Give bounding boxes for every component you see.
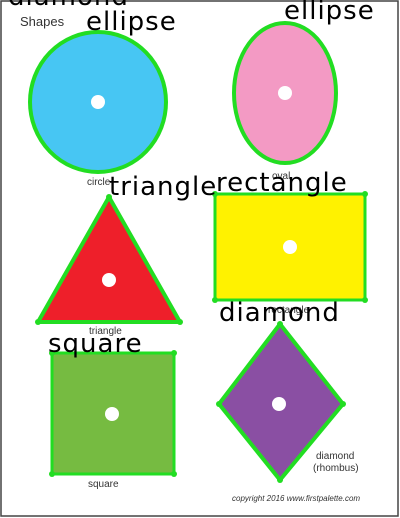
square-caption: square [88, 479, 119, 490]
diamond-detected-label: diamond [219, 298, 340, 328]
circle-detected-label: ellipse [86, 7, 177, 37]
square-hole [105, 407, 119, 421]
triangle-hole [102, 273, 116, 287]
diamond-shape [216, 321, 346, 483]
triangle-shape [35, 194, 183, 325]
copyright-text: copyright 2016 www.firstpalette.com [232, 494, 361, 503]
square-shape [49, 350, 177, 477]
triangle-detected-outline [36, 195, 182, 324]
rectangle-detected-label: rectangle [216, 168, 348, 198]
diamond-hole [272, 397, 286, 411]
rectangle-hole [283, 240, 297, 254]
triangle-caption: triangle [89, 326, 122, 337]
oval-detected-label: ellipse [284, 0, 375, 26]
circle-detected-outline [28, 30, 168, 174]
oval-detected-outline [232, 21, 338, 165]
square-detected-label: square [48, 329, 143, 359]
circle-shape [28, 30, 168, 174]
rectangle-shape [212, 191, 368, 303]
oval-shape [232, 21, 338, 165]
square-detected-outline [50, 351, 176, 476]
rectangle-detected-outline [213, 192, 367, 302]
diamond-caption: diamond [316, 451, 355, 462]
triangle-detected-label: triangle [109, 172, 218, 202]
oval-hole [278, 86, 292, 100]
page-title: Shapes [20, 14, 65, 29]
rectangle-caption: rectangle [268, 305, 310, 316]
top-cut-detected-label: diamond [8, 0, 129, 10]
circle-caption: circle [87, 177, 111, 188]
diamond-caption-line2: (rhombus) [313, 463, 359, 474]
circle-hole [91, 95, 105, 109]
oval-caption: oval [272, 171, 291, 182]
